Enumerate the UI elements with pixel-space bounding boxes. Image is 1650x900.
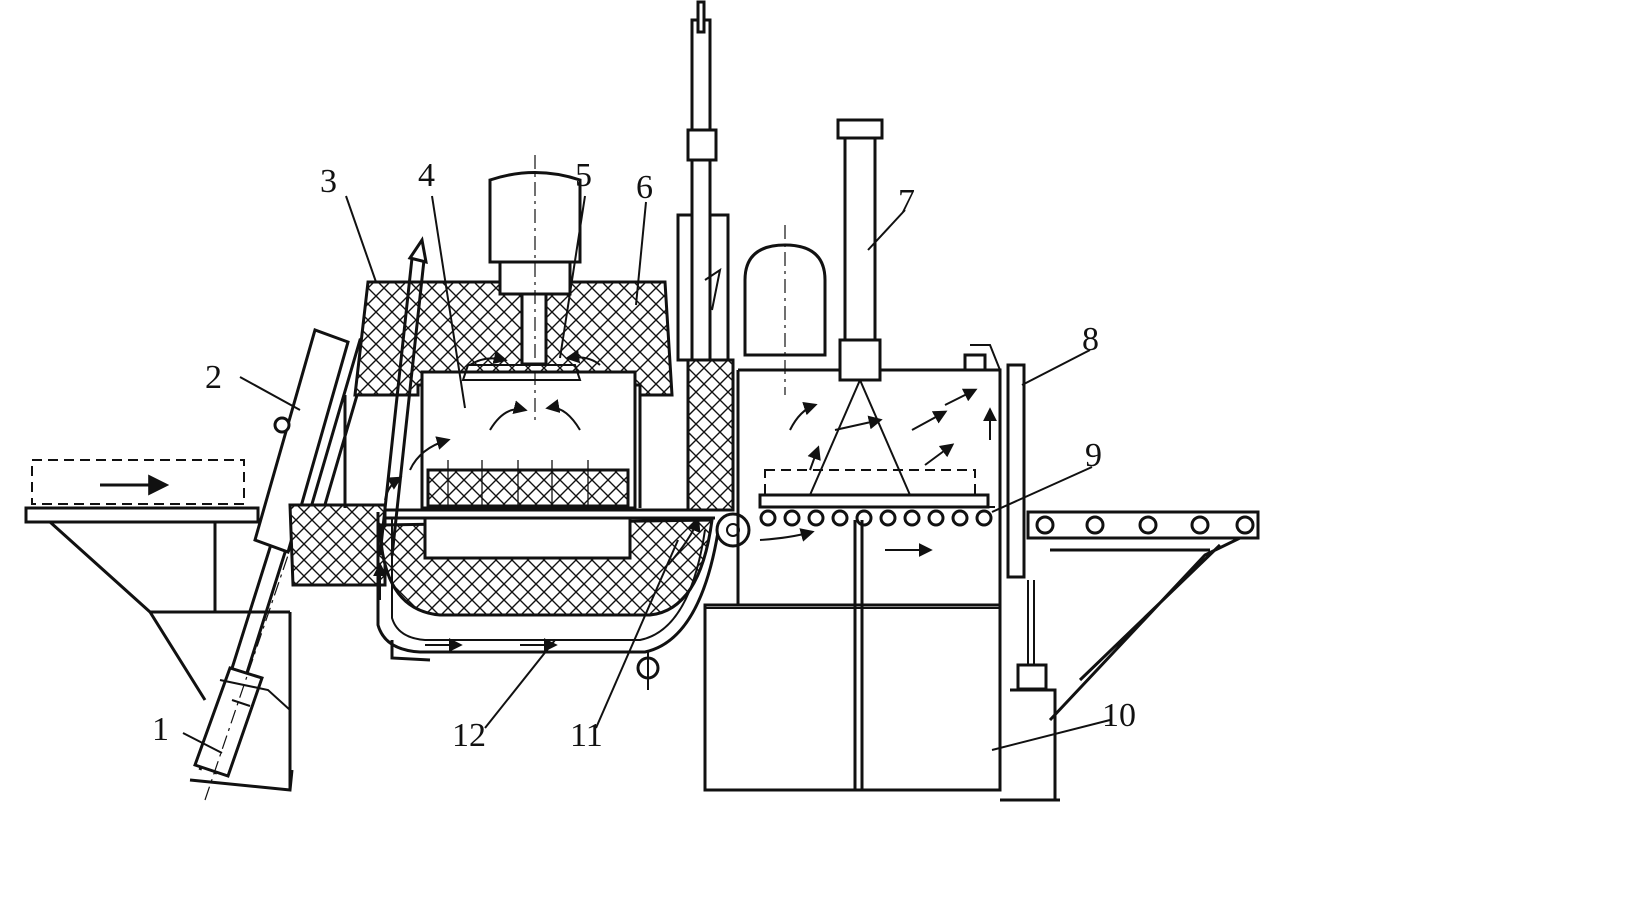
furnace-left-wall-lower — [288, 503, 387, 587]
elevator-linkage — [219, 679, 291, 711]
leader-7 — [867, 209, 906, 251]
furnace-roof-insulation — [353, 280, 674, 397]
label-7: 7 — [898, 183, 915, 220]
label-6: 6 — [636, 169, 653, 206]
heating-element-box — [423, 516, 632, 560]
unloader-rod — [1027, 580, 1035, 665]
outer-casing — [376, 512, 720, 654]
cylinder-bracket — [704, 267, 722, 311]
leader-12 — [484, 639, 556, 729]
partition-wall — [676, 0, 735, 512]
casing-foot — [390, 640, 431, 662]
loading-table-frame — [48, 520, 292, 790]
unloader-pit — [1010, 688, 1057, 802]
thermocouple-rod — [378, 257, 426, 557]
part-labels: 1 2 3 4 5 6 7 8 9 10 11 12 — [152, 157, 1136, 754]
quench-tray-outline — [764, 469, 976, 505]
elevator-carriage — [193, 666, 264, 778]
lift-frame — [809, 379, 911, 496]
furnace-side-walls — [343, 395, 642, 508]
cylinder-cap — [836, 118, 884, 140]
door-cylinder — [690, 18, 712, 362]
label-3: 3 — [320, 163, 337, 200]
quench-elevator-cylinder — [843, 123, 877, 347]
label-9: 9 — [1085, 437, 1102, 474]
door-panel — [253, 328, 350, 554]
gas-return-duct — [391, 518, 706, 641]
leader-5 — [559, 195, 586, 359]
door-cylinder-collar — [686, 128, 718, 162]
motor-flange — [498, 260, 572, 296]
label-10: 10 — [1102, 697, 1136, 734]
label-4: 4 — [418, 157, 435, 194]
elevator-axis — [204, 519, 301, 801]
unloader-cylinder-cap — [1016, 663, 1048, 691]
label-1: 1 — [152, 711, 169, 748]
quench-oil-tank — [703, 603, 1002, 792]
leader-2 — [239, 376, 301, 411]
unloading-table-frame — [1048, 536, 1241, 722]
leader-1 — [182, 732, 223, 754]
label-8: 8 — [1082, 321, 1099, 358]
partition-insulation — [686, 358, 735, 512]
leader-3 — [345, 195, 377, 283]
thermocouple-head — [407, 236, 428, 265]
quench-chamber — [703, 118, 1026, 792]
load-fixtures — [447, 460, 589, 508]
outlet-door — [1006, 363, 1026, 579]
door-hinge — [273, 416, 291, 434]
gas-flow-arrows — [373, 349, 701, 652]
heating-furnace — [288, 155, 751, 690]
unloading-table — [1000, 510, 1260, 802]
transfer-roller — [715, 512, 751, 548]
furnace-hearth-rails — [385, 508, 715, 520]
fan-shaft — [520, 292, 548, 366]
agitator-shaft — [853, 520, 864, 790]
leader-10 — [991, 719, 1111, 751]
label-2: 2 — [205, 359, 222, 396]
leader-9 — [991, 466, 1093, 513]
loading-table — [24, 459, 292, 790]
label-5: 5 — [575, 157, 592, 194]
leader-lines — [182, 195, 1111, 754]
load-tray-outline — [31, 459, 245, 505]
leader-4 — [431, 195, 466, 409]
leader-8 — [1021, 349, 1091, 386]
elevator-base — [189, 769, 294, 792]
workpiece-load — [426, 468, 630, 508]
quench-chamber-casing — [738, 368, 1002, 790]
label-11: 11 — [570, 717, 603, 754]
tank-upper-walls — [736, 570, 1002, 605]
loading-table-top — [24, 506, 260, 524]
quench-roller-table — [759, 509, 993, 527]
inclined-elevator — [189, 499, 302, 801]
outlet-door-hook — [970, 344, 1001, 371]
label-12: 12 — [452, 717, 486, 754]
door-cylinder-rod — [696, 0, 706, 34]
cylinder-mount — [838, 338, 882, 382]
outlet-door-pulley — [963, 353, 987, 372]
leader-6 — [635, 201, 647, 306]
unloading-rollers — [1035, 515, 1255, 535]
leader-11 — [595, 539, 679, 729]
quench-flow-arrows — [759, 388, 997, 557]
quench-elevator-platform — [758, 493, 990, 509]
